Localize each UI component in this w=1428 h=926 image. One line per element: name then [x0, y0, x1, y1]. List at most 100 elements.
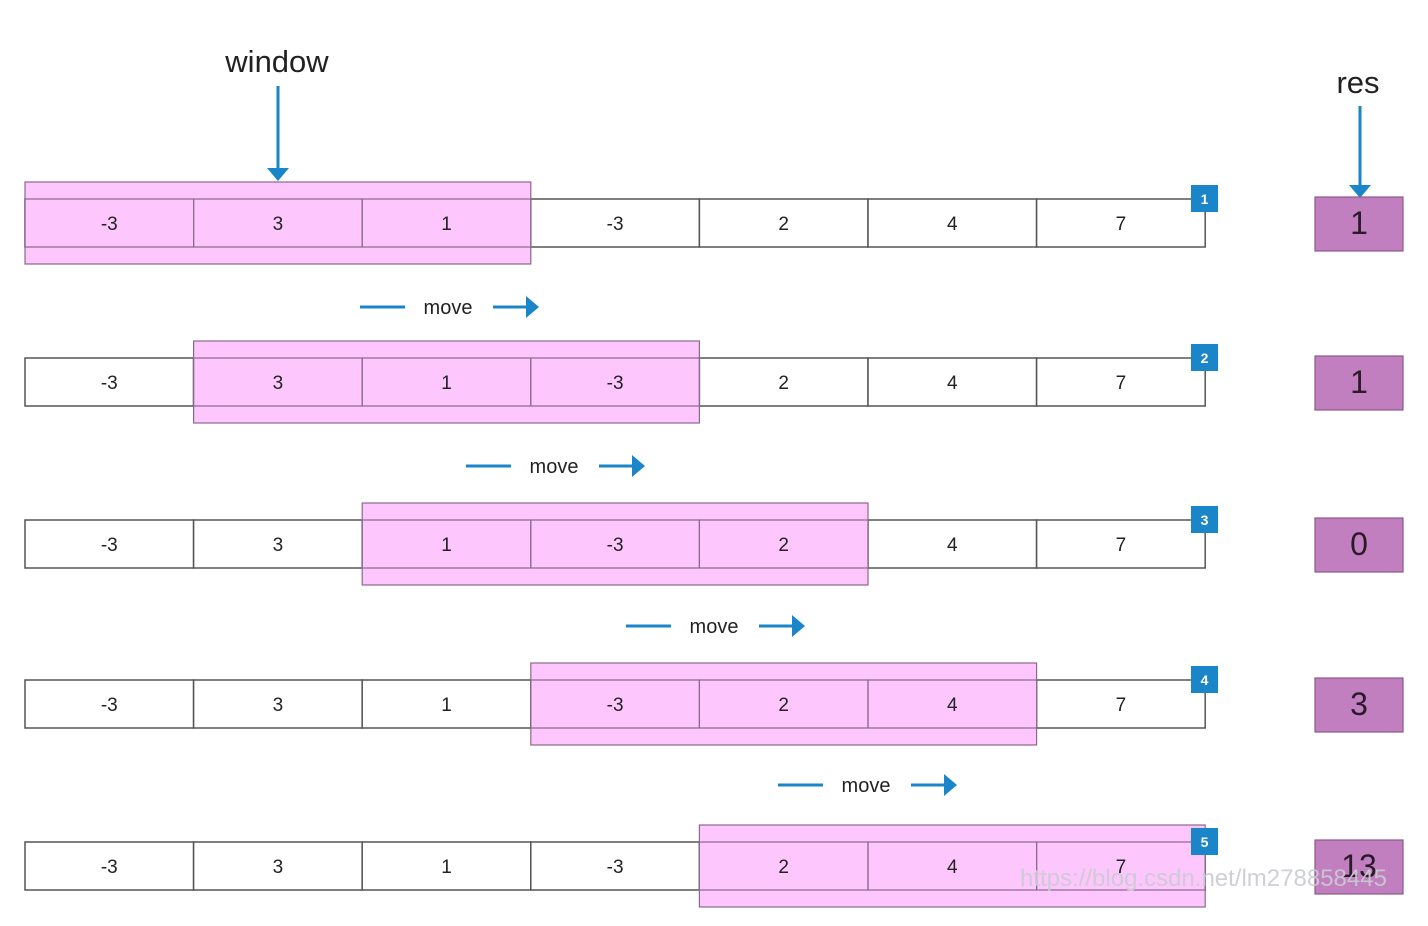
array-cell [192, 841, 363, 891]
window-cell-border [530, 357, 700, 407]
array-cell-value: -3 [101, 214, 118, 235]
array-cell [867, 198, 1038, 248]
res-value: 0 [1350, 526, 1368, 562]
array-cell-value: -3 [607, 857, 624, 878]
array-cell [1035, 519, 1206, 569]
array-cell-value: 7 [1116, 695, 1127, 716]
step-badge-number: 2 [1201, 350, 1209, 366]
array-cell-value: 4 [947, 373, 958, 394]
window-pointer-down-arrow-icon [267, 86, 289, 181]
array-cell-value: 2 [778, 214, 789, 235]
window-highlight [193, 340, 700, 424]
window-highlight [24, 181, 532, 265]
res-value: 3 [1350, 686, 1368, 722]
array-cell [24, 841, 195, 891]
array-cell [867, 357, 1038, 407]
step-badge [1191, 344, 1218, 371]
window-cell-border [698, 519, 869, 569]
array-cell-value: -3 [607, 373, 624, 394]
array-cell-value: -3 [101, 373, 118, 394]
window-highlight [361, 502, 869, 586]
array-cell-value: 7 [1116, 857, 1127, 878]
array-cell [361, 841, 532, 891]
res-box [1314, 839, 1404, 895]
move-label: move [424, 297, 473, 319]
right-arrow-icon [759, 615, 805, 637]
array-cell-value: 4 [947, 857, 958, 878]
array-cell-value: -3 [101, 695, 118, 716]
res-box [1314, 355, 1404, 411]
step-row: -3 3 1 -3 2 4 7 2 1 [24, 340, 1404, 424]
array-cell-value: 2 [778, 373, 789, 394]
array-cell [1035, 198, 1206, 248]
step-badge-number: 4 [1201, 672, 1209, 688]
array-cell-value: 7 [1116, 373, 1127, 394]
res-value: 1 [1350, 205, 1368, 241]
array-cell-value: 3 [273, 535, 284, 556]
array-cell-value: -3 [607, 695, 624, 716]
array-cell-value: 1 [441, 857, 452, 878]
res-value: 1 [1350, 364, 1368, 400]
array-cell-value: -3 [101, 535, 118, 556]
array-cell [24, 357, 195, 407]
step-badge [1191, 666, 1218, 693]
array-cell [24, 519, 195, 569]
move-label: move [530, 456, 579, 478]
right-arrow-icon [911, 774, 957, 796]
array-cell-value: -3 [607, 214, 624, 235]
step-badge-number: 3 [1201, 512, 1209, 528]
res-box [1314, 196, 1404, 252]
array-cell-value: 1 [441, 373, 452, 394]
array-cell-value: 3 [273, 695, 284, 716]
array-cell-value: 7 [1116, 535, 1127, 556]
step-badge [1191, 828, 1218, 855]
move-indicator: move [360, 296, 539, 319]
res-label: res [1336, 65, 1379, 100]
array-cell-value: 1 [441, 214, 452, 235]
array-cell-value: 4 [947, 214, 958, 235]
step-row: -3 3 1 -3 2 4 7 3 0 [24, 502, 1404, 586]
right-arrow-icon [599, 455, 645, 477]
step-badge-number: 1 [1201, 191, 1209, 207]
right-arrow-icon [493, 296, 539, 318]
step-row: -3 3 1 -3 2 4 7 1 1 [24, 181, 1404, 265]
array-cell-value: 2 [778, 535, 789, 556]
move-indicator: move [778, 774, 957, 797]
step-badge-number: 5 [1201, 834, 1209, 850]
move-indicator: move [466, 455, 645, 478]
res-box [1314, 677, 1404, 733]
step-badge [1191, 506, 1218, 533]
array-cell-value: -3 [101, 857, 118, 878]
move-label: move [690, 616, 739, 638]
steps-group: -3 3 1 -3 2 4 7 1 1 -3 3 1 -3 2 4 7 2 1 -3 3 1 -3 2 4 7 3 0 -3 3 1 -3 2… [24, 181, 1404, 908]
array-cell-value: 2 [778, 857, 789, 878]
array-cell-value: -3 [607, 535, 624, 556]
window-label: window [224, 44, 329, 79]
array-cell-value: 3 [273, 214, 284, 235]
move-indicator: move [626, 615, 805, 638]
array-cell [1035, 357, 1206, 407]
step-row: -3 3 1 -3 2 4 7 5 13 [24, 824, 1404, 908]
window-cell-border [361, 198, 532, 248]
window-highlight [698, 824, 1206, 908]
res-pointer-down-arrow-icon [1349, 106, 1371, 198]
move-label: move [842, 775, 891, 797]
window-highlight [530, 662, 1038, 746]
res-value: 13 [1341, 848, 1377, 884]
window-cell-border [1035, 841, 1206, 891]
array-cell-value: 4 [947, 535, 958, 556]
array-cell-value: 1 [441, 535, 452, 556]
array-cell-value: 4 [947, 695, 958, 716]
window-cell-border [867, 679, 1038, 729]
move-arrows-group: move move move move [360, 296, 957, 797]
array-cell [192, 519, 363, 569]
res-box [1314, 517, 1404, 573]
step-badge [1191, 185, 1218, 212]
array-cell-value: 2 [778, 695, 789, 716]
array-cell-value: 7 [1116, 214, 1127, 235]
array-cell-value: 3 [273, 373, 284, 394]
watermark: https://blog.csdn.net/lm278858445 [1020, 865, 1387, 892]
array-cell-value: 3 [273, 857, 284, 878]
